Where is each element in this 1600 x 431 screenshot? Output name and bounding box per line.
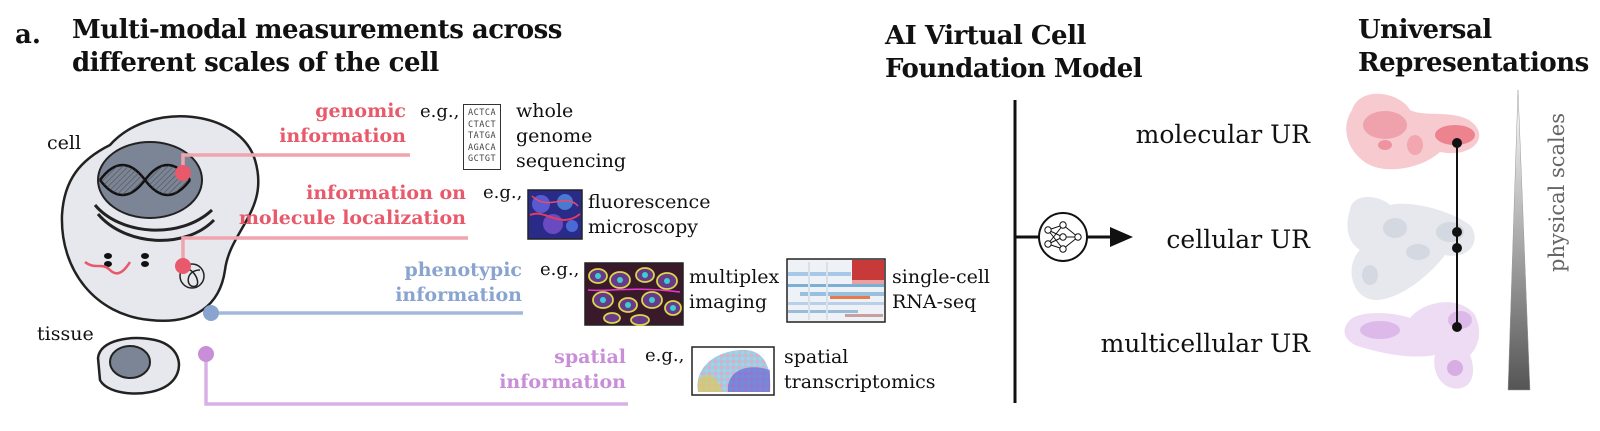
neural-network-icon xyxy=(1015,212,1133,262)
scrnaseq-heatmap xyxy=(786,258,886,323)
connector-lines xyxy=(175,153,628,406)
dna-seq-row: AGACA xyxy=(468,142,497,153)
multiplex-label: multiplex imaging xyxy=(689,265,789,315)
cell-illustration xyxy=(60,115,260,323)
phenotypic-info-label: phenotypic information xyxy=(350,258,522,308)
genomic-eg: e.g., xyxy=(420,101,460,122)
dna-sequence-box: ACTCA CTACT TATGA AGACA GCTGT xyxy=(463,104,502,170)
spatial-transcriptomics-label: spatial transcriptomics xyxy=(784,345,984,395)
scrnaseq-label: single-cell RNA-seq xyxy=(892,265,992,315)
dna-seq-row: TATGA xyxy=(468,131,497,141)
wgs-line-2: genome xyxy=(516,125,593,147)
representations-title-line-1: Universal xyxy=(1358,15,1492,45)
spatial-connector xyxy=(204,354,628,406)
cellular-ur-blob xyxy=(1347,196,1475,300)
physical-scale-wedge xyxy=(1507,89,1531,391)
genomic-info-line-1: genomic xyxy=(315,100,406,122)
localization-info-line-1: information on xyxy=(306,182,466,204)
spatial-tx-line-1: spatial xyxy=(784,346,849,368)
tissue-label: tissue xyxy=(37,323,94,345)
tissue-illustration xyxy=(96,336,181,395)
localization-dot xyxy=(175,258,191,274)
measurements-title-line-2: different scales of the cell xyxy=(72,48,439,78)
dna-seq-row: ACTCA xyxy=(468,108,497,118)
wgs-line-1: whole xyxy=(516,100,574,122)
localization-connector xyxy=(181,236,468,266)
localization-eg: e.g., xyxy=(483,182,523,203)
spatial-transcriptomics-image xyxy=(691,346,775,396)
measurements-title: Multi-modal measurements across differen… xyxy=(72,14,632,80)
representations-title: Universal Representations xyxy=(1358,14,1598,80)
dna-seq-row: GCTGT xyxy=(468,154,497,164)
wgs-line-3: sequencing xyxy=(516,150,626,172)
wgs-label: whole genome sequencing xyxy=(516,99,716,174)
localization-info-label: information on molecule localization xyxy=(230,181,466,231)
representations-title-line-2: Representations xyxy=(1358,48,1589,78)
multiplex-line-1: multiplex xyxy=(689,266,780,288)
panel-letter: a. xyxy=(15,20,41,50)
spatial-info-line-2: information xyxy=(499,371,626,393)
scrnaseq-line-1: single-cell xyxy=(892,266,991,288)
model-title: AI Virtual Cell Foundation Model xyxy=(885,20,1185,86)
ur-connector xyxy=(1452,138,1462,332)
cell-label: cell xyxy=(47,132,82,154)
fluorescence-image xyxy=(527,189,583,240)
genomic-dot xyxy=(175,165,191,181)
fluorescence-label: fluorescence microscopy xyxy=(588,190,788,240)
spatial-info-line-1: spatial xyxy=(554,346,626,368)
model-title-line-1: AI Virtual Cell xyxy=(885,21,1086,51)
molecular-ur-label: molecular UR xyxy=(1135,120,1310,149)
model-title-line-2: Foundation Model xyxy=(885,54,1143,84)
cellular-ur-label: cellular UR xyxy=(1166,225,1310,254)
localization-info-line-2: molecule localization xyxy=(238,207,466,229)
phenotypic-eg: e.g., xyxy=(540,259,580,280)
spatial-tx-line-2: transcriptomics xyxy=(784,371,936,393)
physical-scales-label: physical scales xyxy=(1545,113,1569,272)
spatial-info-label: spatial information xyxy=(440,345,626,395)
multiplex-line-2: imaging xyxy=(689,291,768,313)
measurements-title-line-1: Multi-modal measurements across xyxy=(72,15,562,45)
spatial-dot xyxy=(198,346,214,362)
multicellular-ur-label: multicellular UR xyxy=(1100,329,1310,358)
genomic-info-line-2: information xyxy=(279,125,406,147)
fluorescence-line-2: microscopy xyxy=(588,216,698,238)
spatial-eg: e.g., xyxy=(645,345,685,366)
multiplex-image xyxy=(584,262,684,326)
fluorescence-line-1: fluorescence xyxy=(588,191,711,213)
genomic-info-label: genomic information xyxy=(228,99,406,149)
phenotypic-dot xyxy=(203,305,219,321)
multicellular-ur-blob xyxy=(1344,302,1480,389)
molecular-ur-blob xyxy=(1346,93,1480,170)
dna-seq-row: CTACT xyxy=(468,119,497,130)
scrnaseq-line-2: RNA-seq xyxy=(892,291,977,313)
phenotypic-info-line-2: information xyxy=(395,284,522,306)
phenotypic-info-line-1: phenotypic xyxy=(404,259,522,281)
